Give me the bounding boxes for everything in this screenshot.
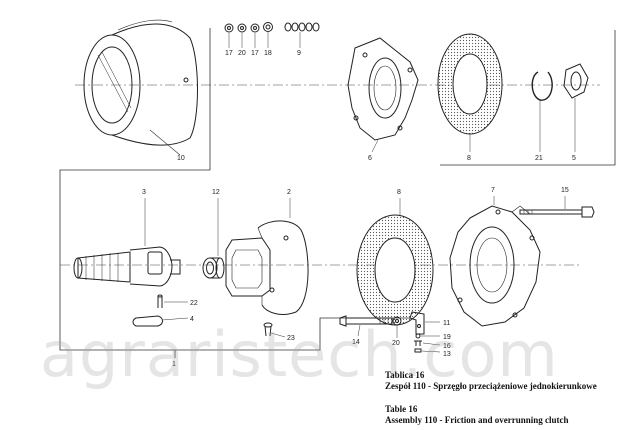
assembly-frame-lines: [59, 28, 616, 358]
part-hub-2: [225, 220, 309, 315]
label-19: 19: [443, 334, 451, 341]
label-2: 2: [287, 189, 291, 196]
label-20b: 20: [392, 340, 400, 347]
label-5: 5: [572, 155, 576, 162]
part-lock-plate-5: [563, 63, 589, 99]
part-bolt-14: [339, 315, 393, 327]
label-12: 12: [212, 189, 220, 196]
label-22: 22: [190, 300, 198, 307]
part-small-19-16-13: [414, 333, 422, 353]
part-splined-shaft-3: [73, 246, 181, 287]
part-housing-10: [83, 19, 198, 146]
leader-4: [161, 317, 189, 321]
label-9: 9: [297, 50, 301, 57]
label-7: 7: [491, 187, 495, 194]
label-18: 18: [264, 50, 272, 57]
leader-23: [270, 332, 286, 338]
label-17b: 17: [251, 50, 259, 57]
leaders-19-16-13: [421, 335, 441, 353]
part-bolt-15: [519, 206, 595, 218]
part-labels: 10 17 20 17 18 9 6 8 21 5 3 12 2 8 7 15 …: [142, 50, 576, 368]
small-washers-17-20-18: [224, 22, 273, 33]
part-screw-23: [263, 322, 273, 337]
label-6: 6: [368, 155, 372, 162]
label-21: 21: [535, 155, 543, 162]
part-bracket-11: [409, 311, 425, 335]
label-15: 15: [561, 187, 569, 194]
part-housing-plate-7: [449, 205, 541, 327]
part-friction-disc-8-bottom: [356, 214, 434, 326]
caption-table-en: Table 16: [385, 404, 418, 414]
part-friction-disc-8-top: [437, 33, 503, 135]
label-4: 4: [190, 316, 194, 323]
spring-set-9: [284, 22, 320, 32]
caption-assembly-pl: Zespół 110 - Sprzęgło przeciążeniowe jed…: [385, 381, 597, 391]
label-1: 1: [172, 361, 176, 368]
part-key-4: [132, 315, 163, 327]
label-20: 20: [238, 50, 246, 57]
part-bushing-12: [202, 257, 225, 279]
label-13: 13: [443, 351, 451, 358]
label-8-top: 8: [467, 155, 471, 162]
label-11: 11: [443, 320, 450, 327]
part-snap-ring-21: [531, 71, 553, 101]
part-pressure-plate-6: [347, 37, 419, 141]
caption-table-pl: Tablica 16: [385, 370, 425, 380]
caption-assembly-en: Assembly 110 - Friction and overrunning …: [385, 415, 569, 425]
label-23: 23: [287, 335, 295, 342]
label-3: 3: [142, 189, 146, 196]
leaders-top-small: [228, 32, 301, 48]
label-17a: 17: [225, 50, 233, 57]
label-16: 16: [443, 343, 451, 350]
label-10: 10: [177, 155, 185, 162]
leader-6: [371, 139, 379, 153]
leader-10: [149, 129, 181, 156]
part-pin-22: [157, 294, 163, 308]
label-14: 14: [352, 339, 360, 346]
center-axes: [60, 84, 600, 266]
label-8-bottom: 8: [397, 189, 401, 196]
leader-14: [357, 324, 361, 337]
